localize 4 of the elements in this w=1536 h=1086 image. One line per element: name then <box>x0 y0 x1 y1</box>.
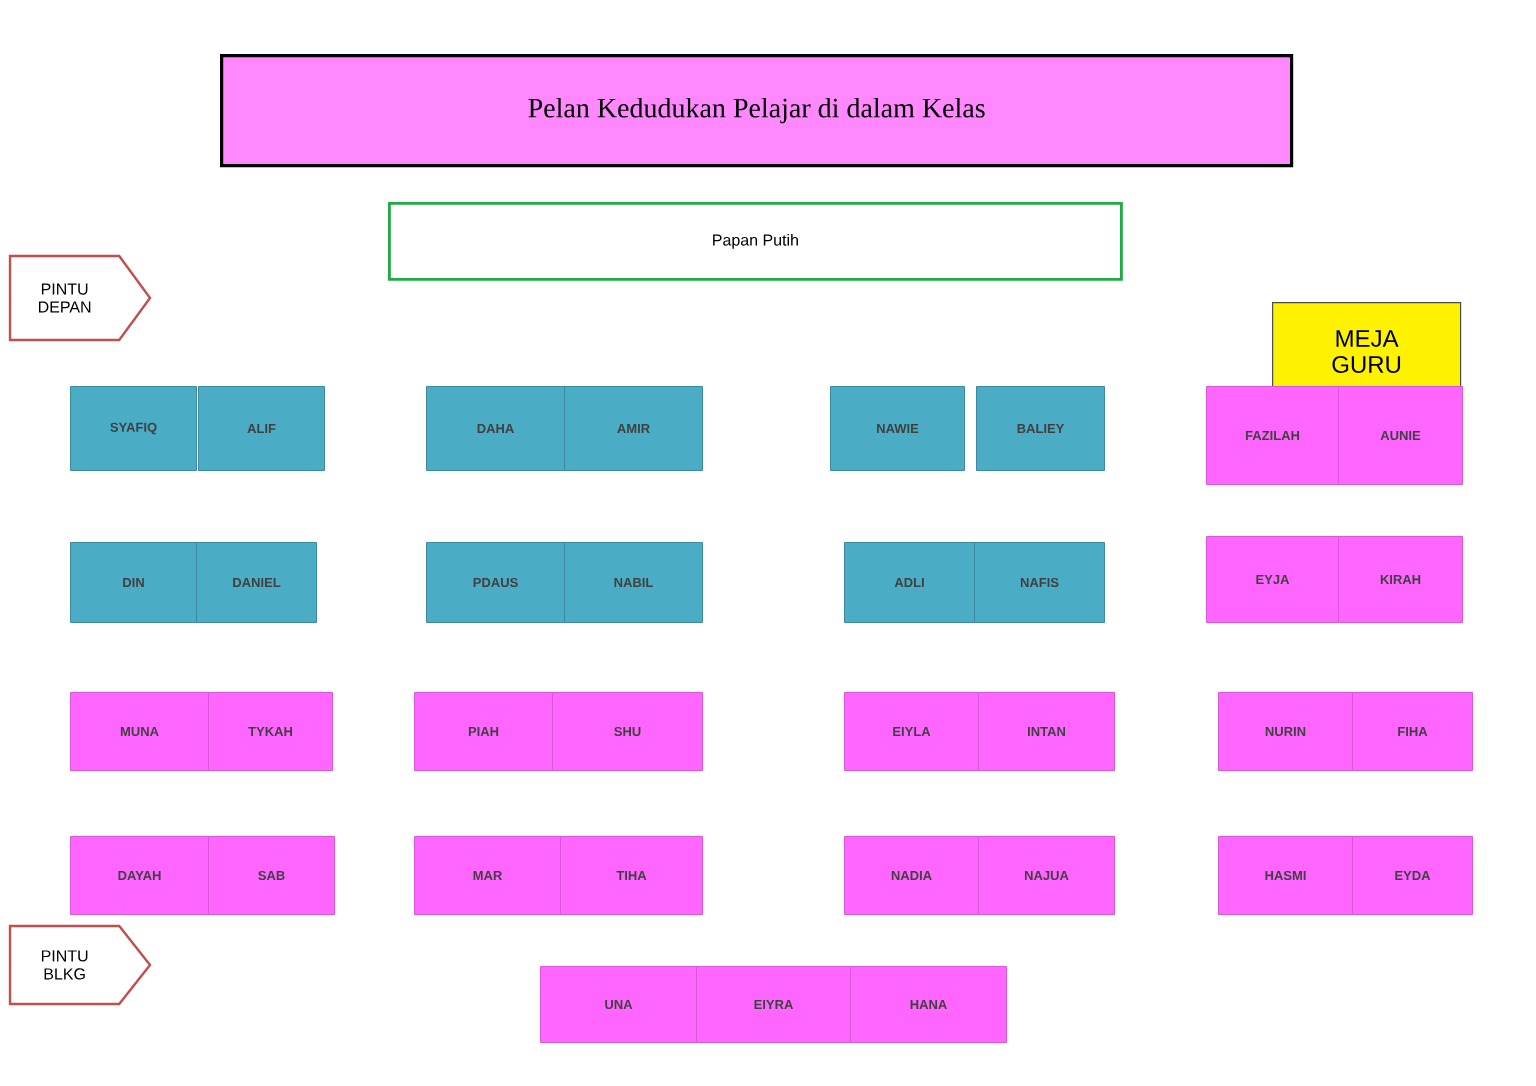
door-sign: PINTU DEPAN <box>8 254 152 342</box>
door-sign: PINTU BLKG <box>8 924 152 1006</box>
whiteboard: Papan Putih <box>388 202 1123 281</box>
title-box: Pelan Kedudukan Pelajar di dalam Kelas <box>220 54 1294 168</box>
